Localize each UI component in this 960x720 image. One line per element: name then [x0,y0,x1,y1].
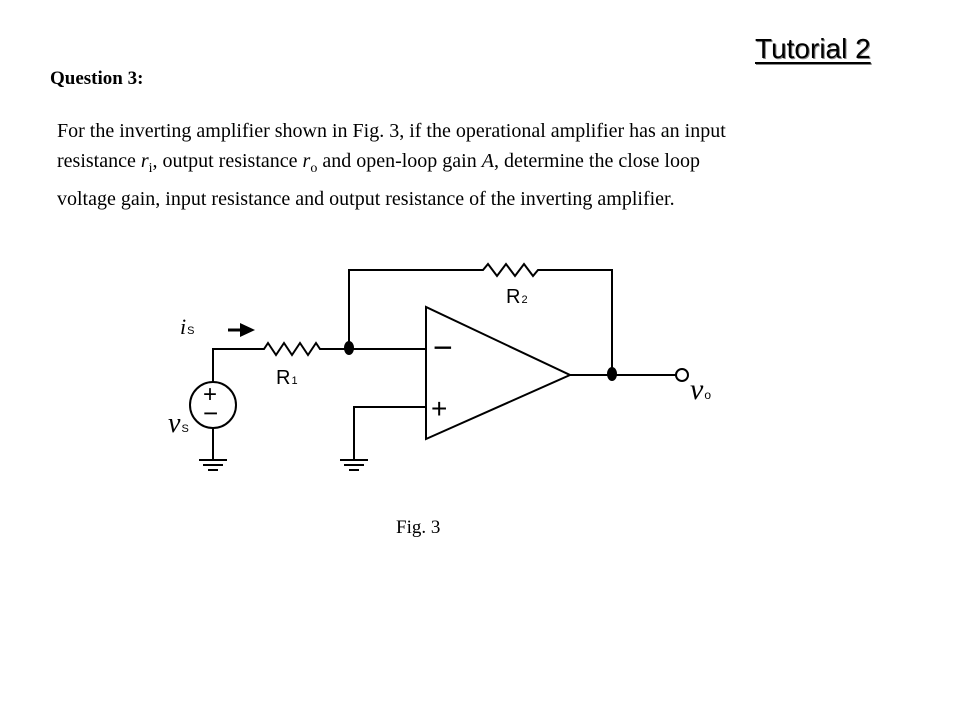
vs-label-sub: S [181,423,188,435]
figure-caption: Fig. 3 [396,517,441,538]
is-label-main: i [180,314,186,339]
text-fragment: resistance [57,150,141,172]
r1-label-main: R [276,367,290,389]
vs-label: vS [168,408,189,439]
text-fragment: , output resistance [152,150,303,172]
question-text-line-3: voltage gain, input resistance and outpu… [57,188,675,210]
ground-symbol-source [199,459,227,471]
text-fragment: and open-loop gain [317,150,482,172]
r2-label-main: R [506,286,520,308]
source-minus-sign: − [203,398,218,428]
junction-node-output [607,367,617,381]
text-fragment: , determine the close loop [493,150,700,172]
vo-label: vo [690,373,711,406]
question-label: Question 3: [50,68,144,89]
feedback-wire [348,262,613,374]
opamp-plus-sign: + [431,393,447,424]
r2-label-sub: 2 [521,294,527,306]
output-resistance-subscript: o [310,161,318,176]
input-wire [212,341,426,382]
output-terminal [675,368,689,382]
voltage-source-circle [189,381,237,429]
input-resistance-subscript: i [148,161,153,176]
is-label-sub: S [187,325,194,337]
output-resistance-symbol: r [302,150,311,172]
r1-label: R1 [276,367,298,389]
gain-symbol: A [481,150,494,172]
question-text-line-1: For the inverting amplifier shown in Fig… [57,120,726,142]
ground-symbol-opamp [340,459,368,471]
opamp-triangle [425,305,573,441]
opamp-minus-sign: − [433,329,453,367]
input-resistance-symbol: r [140,150,149,172]
junction-node-input [344,341,354,355]
vo-label-sub: o [704,388,711,402]
vs-label-main: v [168,408,181,439]
page-title: Tutorial 2 [755,33,871,64]
r1-label-sub: 1 [291,375,297,387]
r2-label: R2 [506,286,528,308]
source-plus-sign: + [203,381,217,408]
current-arrow-icon [228,323,255,337]
vo-label-main: v [690,373,704,406]
noninverting-ground-wire [353,406,426,460]
question-text-line-2: resistance ri, output resistance ro and … [57,150,877,176]
is-label: iS [180,314,194,339]
